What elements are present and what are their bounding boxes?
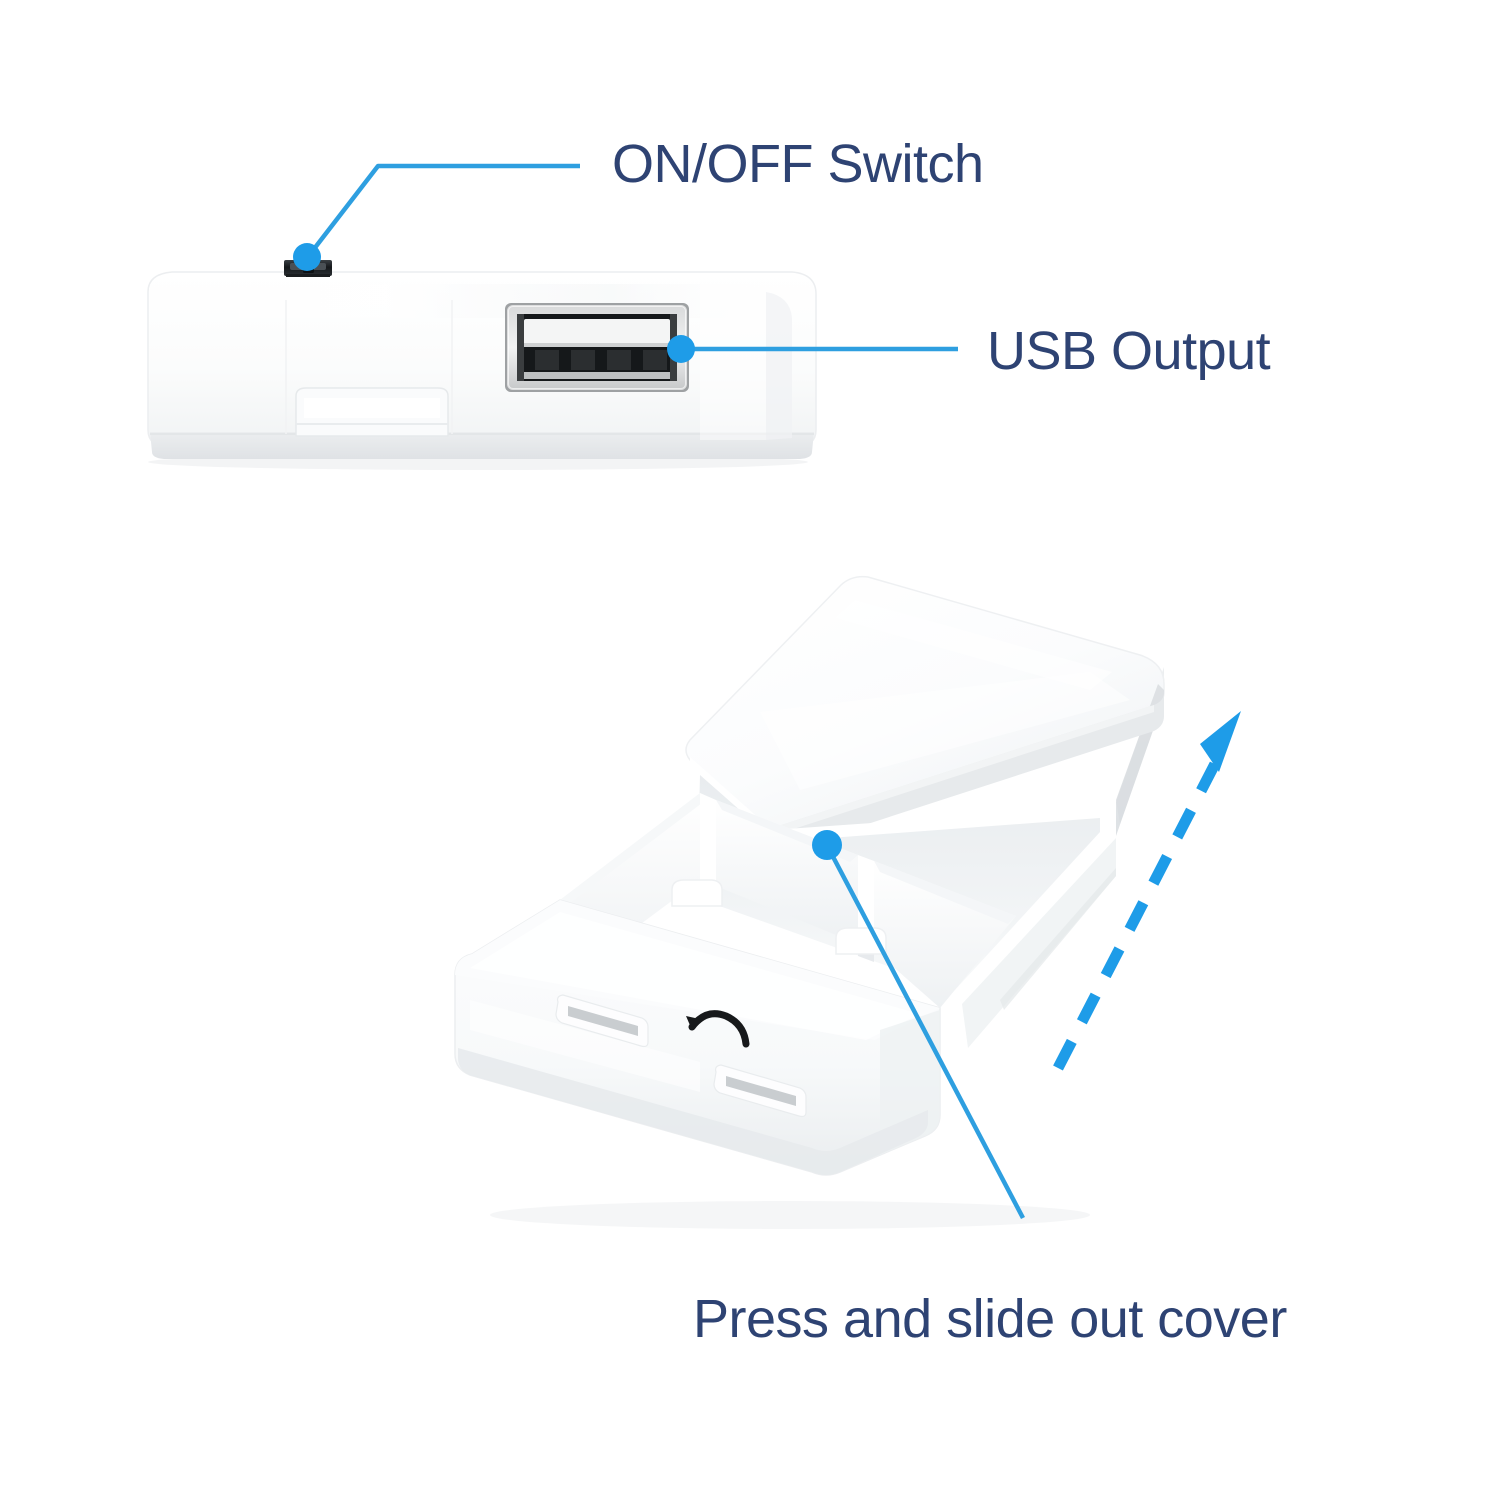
- slide-direction-arrow: [1053, 711, 1241, 1071]
- label-press-and-slide-out-cover: Press and slide out cover: [693, 1289, 1287, 1349]
- battery-case-device: [454, 575, 1165, 1229]
- battery-tray: [454, 757, 1116, 1176]
- callout-dot-on-off: [293, 243, 321, 271]
- callout-dot-usb: [667, 335, 695, 363]
- top-view-device: [147, 260, 817, 470]
- device-body: [147, 271, 817, 448]
- release-tab: [295, 387, 449, 437]
- label-on-off-switch: ON/OFF Switch: [612, 134, 984, 194]
- device-base-edge: [150, 432, 814, 459]
- callout-dot-cover: [812, 830, 842, 860]
- spring-contact: [686, 1010, 750, 1048]
- battery-compartments: [560, 793, 1016, 1008]
- cover-notch: [671, 879, 723, 907]
- battery-cover[interactable]: [685, 575, 1165, 857]
- callout-lines: [293, 163, 1025, 1220]
- tray-front-face: [454, 899, 941, 1176]
- cover-notch: [835, 927, 887, 955]
- power-switch[interactable]: [284, 260, 332, 277]
- usb-a-port: [505, 303, 689, 392]
- label-usb-output: USB Output: [987, 321, 1271, 381]
- front-slots: [555, 994, 807, 1118]
